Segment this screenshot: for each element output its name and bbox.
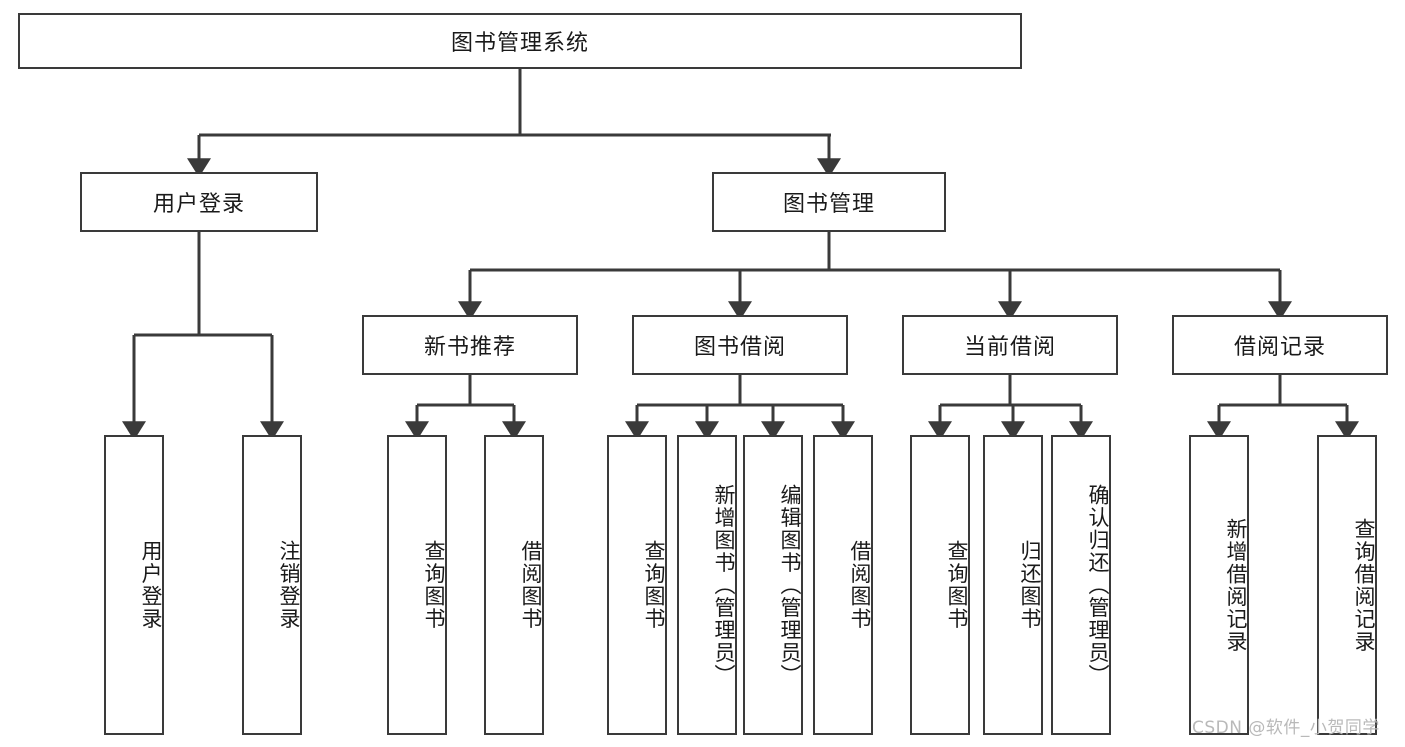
leaf-edit-book-admin[interactable]: 编辑图书（管理员） — [743, 435, 803, 735]
node-root[interactable]: 图书管理系统 — [18, 13, 1022, 69]
leaf-return-book[interactable]: 归还图书 — [983, 435, 1043, 735]
node-new-book-recommend[interactable]: 新书推荐 — [362, 315, 578, 375]
leaf-label: 借阅图书 — [519, 540, 543, 630]
node-user-login[interactable]: 用户登录 — [80, 172, 318, 232]
node-current-borrow-label: 当前借阅 — [963, 335, 1056, 360]
leaf-user-login[interactable]: 用户登录 — [104, 435, 164, 735]
leaf-label: 查询图书 — [422, 540, 446, 630]
leaf-query-book-current[interactable]: 查询图书 — [910, 435, 970, 735]
leaf-borrow-book-rec[interactable]: 借阅图书 — [484, 435, 544, 735]
node-book-borrow-label: 图书借阅 — [693, 335, 786, 360]
leaf-label: 编辑图书（管理员） — [778, 483, 802, 687]
node-user-login-label: 用户登录 — [152, 192, 245, 217]
leaf-label: 用户登录 — [139, 540, 163, 630]
node-book-borrow[interactable]: 图书借阅 — [632, 315, 848, 375]
leaf-query-borrow-record[interactable]: 查询借阅记录 — [1317, 435, 1377, 735]
leaf-logout[interactable]: 注销登录 — [242, 435, 302, 735]
node-new-book-recommend-label: 新书推荐 — [423, 335, 516, 360]
leaf-add-book-admin[interactable]: 新增图书（管理员） — [677, 435, 737, 735]
leaf-label: 查询图书 — [642, 540, 666, 630]
node-book-manage-label: 图书管理 — [782, 192, 875, 217]
leaf-label: 查询图书 — [945, 540, 969, 630]
watermark: CSDN @软件_小贺同学 — [1192, 718, 1380, 738]
node-root-label: 图书管理系统 — [450, 31, 589, 56]
leaf-label: 归还图书 — [1018, 540, 1042, 630]
leaf-label: 借阅图书 — [848, 540, 872, 630]
leaf-label: 新增图书（管理员） — [712, 483, 736, 687]
leaf-confirm-return-admin[interactable]: 确认归还（管理员） — [1051, 435, 1111, 735]
leaf-label: 新增借阅记录 — [1224, 517, 1248, 653]
node-borrow-record-label: 借阅记录 — [1233, 335, 1326, 360]
node-book-manage[interactable]: 图书管理 — [712, 172, 946, 232]
leaf-label: 注销登录 — [277, 540, 301, 630]
leaf-label: 确认归还（管理员） — [1086, 483, 1110, 687]
leaf-label: 查询借阅记录 — [1352, 517, 1376, 653]
node-current-borrow[interactable]: 当前借阅 — [902, 315, 1118, 375]
leaf-query-book-borrow[interactable]: 查询图书 — [607, 435, 667, 735]
leaf-query-book-rec[interactable]: 查询图书 — [387, 435, 447, 735]
leaf-add-borrow-record[interactable]: 新增借阅记录 — [1189, 435, 1249, 735]
node-borrow-record[interactable]: 借阅记录 — [1172, 315, 1388, 375]
leaf-borrow-book[interactable]: 借阅图书 — [813, 435, 873, 735]
